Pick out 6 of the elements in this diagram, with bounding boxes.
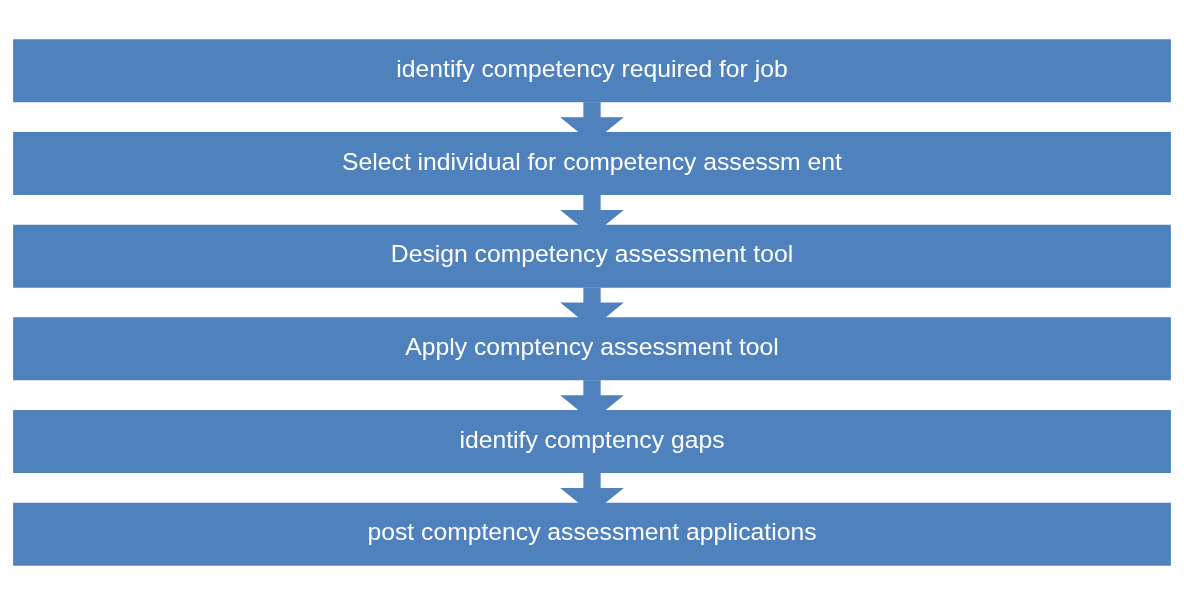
node-box: identify competency required for job [13,38,1171,102]
node-box: Select individual for competency assessm ent [13,131,1171,195]
node-box: identify comptency gaps [13,409,1171,473]
node-box: post comptency assessment applications [13,502,1171,566]
node-box: Apply comptency assessment tool [13,316,1171,380]
node-box: Design competency assessment tool [13,224,1171,288]
